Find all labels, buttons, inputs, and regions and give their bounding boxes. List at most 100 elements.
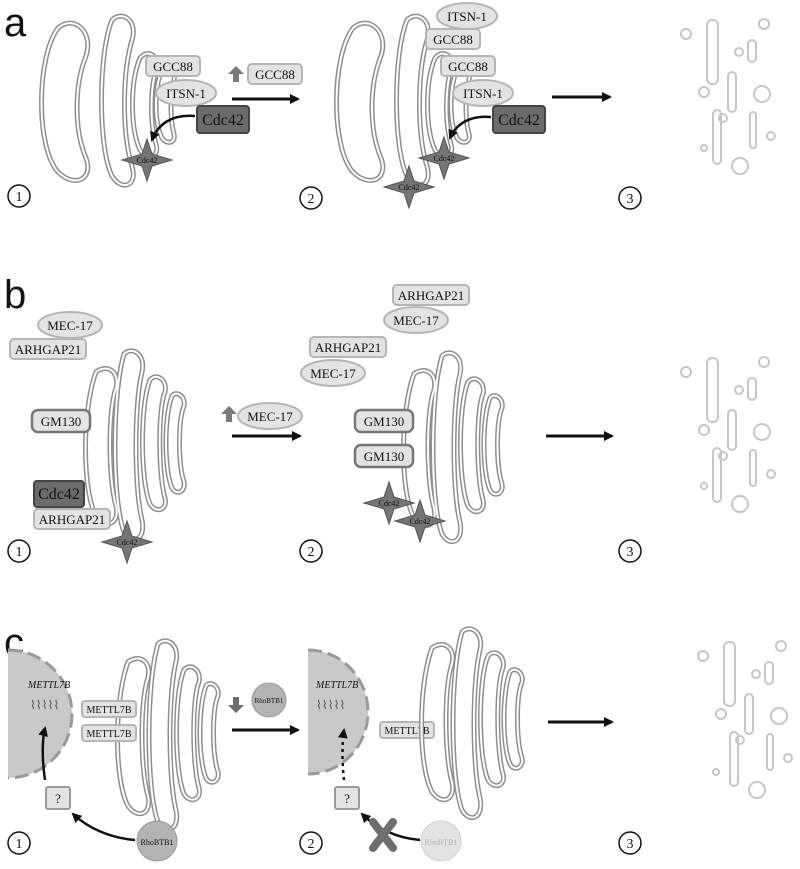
panel-b: b MEC-17 ARHGAP21 GM130 Cdc42 ARHGAP21 C… xyxy=(4,273,776,565)
step-3-text: 3 xyxy=(627,837,634,852)
arhgap21-label xyxy=(33,508,111,530)
arhgap21-text: ARHGAP21 xyxy=(398,288,464,303)
step-2-text: 2 xyxy=(308,545,315,560)
mec17-text: MEC-17 xyxy=(393,313,439,328)
mec17-increase-text: MEC-17 xyxy=(247,409,293,424)
rhobtb1-text: RhoBTB1 xyxy=(141,838,174,847)
gcc88-increase-label xyxy=(247,63,303,85)
mec17-text: MEC-17 xyxy=(47,318,93,333)
arhgap21-text: ARHGAP21 xyxy=(315,340,381,355)
curved-arrow xyxy=(448,115,492,140)
regulation-arrow xyxy=(71,812,136,842)
mettl7b-text: METTL7B xyxy=(87,705,132,716)
step-3-marker xyxy=(618,831,642,855)
step-3-marker xyxy=(618,539,642,563)
gcc88-label xyxy=(425,28,481,50)
nuclear-envelope xyxy=(307,648,370,776)
step-1-marker xyxy=(7,184,31,208)
cdc42-star-text: Cdc42 xyxy=(434,154,455,163)
golgi-outline xyxy=(84,349,186,541)
step-2-marker xyxy=(299,831,323,855)
gcc88-text: GCC88 xyxy=(153,59,193,74)
cdc42-box-text: Cdc42 xyxy=(202,112,244,129)
gm130-label xyxy=(30,408,92,434)
dna-icon: ⌇⌇⌇⌇⌇ xyxy=(316,698,345,712)
curved-arrow xyxy=(150,114,196,142)
arhgap21-label xyxy=(392,284,470,306)
golgi-outline xyxy=(420,627,524,819)
up-arrow-icon xyxy=(221,406,237,422)
mec17-increase-label xyxy=(237,402,303,430)
fragmented-golgi xyxy=(697,640,793,799)
step-1-text: 1 xyxy=(16,545,23,560)
nucleus xyxy=(8,650,72,778)
unknown-factor-box xyxy=(334,786,360,810)
cdc42-star xyxy=(382,164,436,210)
cdc42-box-text: Cdc42 xyxy=(498,112,540,129)
cdc42-star-text: Cdc42 xyxy=(379,499,400,508)
cdc42-star-text: Cdc42 xyxy=(410,517,431,526)
mec17-label xyxy=(383,306,449,334)
panel-b-letter: b xyxy=(4,273,26,317)
gcc88-label xyxy=(440,55,496,77)
gm130-text: GM130 xyxy=(364,414,404,429)
down-arrow-icon xyxy=(228,697,244,713)
fragmented-golgi xyxy=(680,356,776,513)
rhobtb1-node xyxy=(136,820,178,862)
nucleus xyxy=(308,650,368,774)
itsn1-text: ITSN-1 xyxy=(166,86,206,101)
arhgap21-text: ARHGAP21 xyxy=(15,342,81,357)
step-2-marker xyxy=(299,539,323,563)
golgi-stack xyxy=(419,626,525,821)
step-2-text: 2 xyxy=(308,192,315,207)
gm130-text: GM130 xyxy=(41,414,81,429)
cdc42-box xyxy=(492,105,546,134)
panel-a-letter: a xyxy=(4,1,27,45)
step-3-marker xyxy=(618,186,642,210)
step-1-marker xyxy=(7,831,31,855)
dna-icon: ⌇⌇⌇⌇⌇ xyxy=(30,698,59,712)
blocked-cross-icon xyxy=(369,818,397,852)
cdc42-star xyxy=(120,137,174,183)
gene-name: METTL7B xyxy=(315,680,358,691)
arhgap21-text: ARHGAP21 xyxy=(39,512,105,527)
gcc88-increase-text: GCC88 xyxy=(255,67,295,82)
rhobtb1-text-faded: RhoBTB1 xyxy=(425,838,458,847)
unknown-factor-text: ? xyxy=(55,791,61,806)
unknown-factor-box xyxy=(45,786,71,810)
step-2-text: 2 xyxy=(308,837,315,852)
step-3-text: 3 xyxy=(627,192,634,207)
rhobtb1-text: RhoBTB1 xyxy=(255,697,284,705)
cdc42-star xyxy=(100,519,154,565)
gm130-label xyxy=(353,443,415,469)
mettl7b-text: METTL7B xyxy=(385,726,430,737)
cdc42-star xyxy=(362,480,416,526)
cdc42-star-text: Cdc42 xyxy=(137,156,158,165)
panel-c: c METTL7B ⌇⌇⌇⌇⌇ ? METTL7B METTL7B RhoBTB… xyxy=(4,621,793,862)
itsn1-text: ITSN-1 xyxy=(463,86,503,101)
gm130-label xyxy=(353,408,415,434)
gcc88-label xyxy=(145,55,201,77)
cdc42-star xyxy=(393,498,447,544)
fragmented-golgi xyxy=(680,18,776,175)
cdc42-box-text: Cdc42 xyxy=(38,486,80,503)
panel-a: a GCC88 ITSN-1 Cdc42 Cdc42 1 GCC88 xyxy=(4,1,776,210)
mec17-label xyxy=(300,359,366,387)
itsn1-label xyxy=(155,79,217,107)
golgi-outline xyxy=(116,639,220,831)
itsn1-label xyxy=(452,79,514,107)
step-1-text: 1 xyxy=(16,837,23,852)
arhgap21-label xyxy=(309,336,387,358)
step-2-marker xyxy=(299,186,323,210)
cdc42-star-text: Cdc42 xyxy=(399,183,420,192)
cdc42-star xyxy=(417,135,471,181)
step-1-text: 1 xyxy=(16,190,23,205)
gene-name: METTL7B xyxy=(27,680,70,691)
rhobtb1-node xyxy=(251,682,287,718)
rhobtb1-node-faded xyxy=(420,820,462,862)
cdc42-star-text: Cdc42 xyxy=(117,538,138,547)
cdc42-box xyxy=(196,105,250,134)
regulation-arrow xyxy=(38,726,48,781)
step-1-marker xyxy=(7,539,31,563)
